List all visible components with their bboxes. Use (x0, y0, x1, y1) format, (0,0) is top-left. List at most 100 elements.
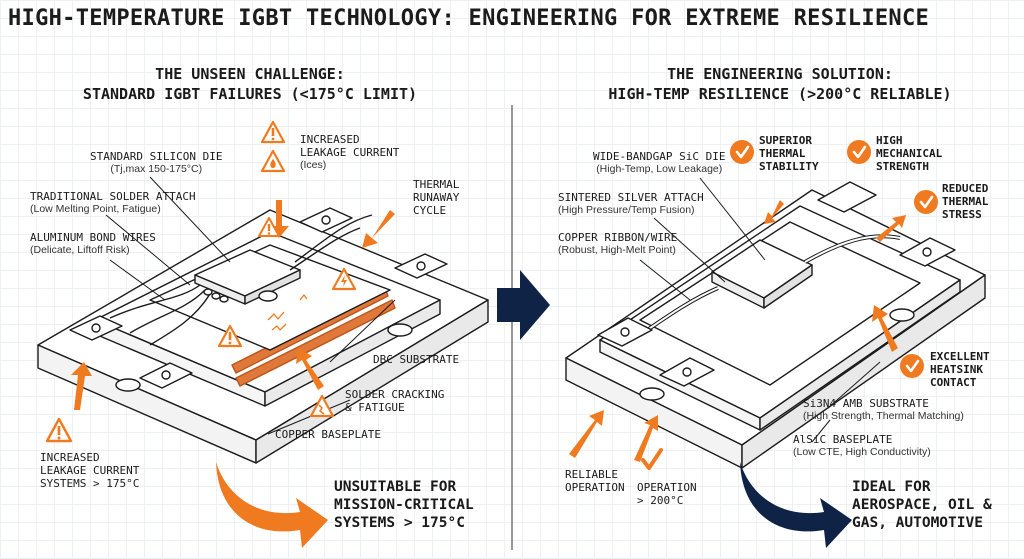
label-reliable-2: OPERATION (565, 481, 625, 494)
left-igbt-module (37, 207, 489, 464)
label-sinter-title: SINTERED SILVER ATTACH (558, 191, 704, 204)
label-leak2-2: LEAKAGE CURRENT (40, 464, 140, 477)
arrow-upright-icon (569, 410, 604, 458)
label-copper-baseplate: COPPER BASEPLATE (275, 428, 381, 441)
label-mech-1: HIGH (876, 134, 903, 147)
label-sic-die: WIDE-BANDGAP SiC DIE (High-Temp, Low Lea… (593, 150, 725, 176)
label-cracking-1: SOLDER CRACKING (345, 388, 445, 401)
arrow-downleft-icon (764, 200, 784, 224)
label-standard-die: STANDARD SILICON DIE (Tj,max 150-175°C) (90, 150, 222, 176)
left-solder-cracks (267, 294, 308, 331)
label-leak2-3: SYSTEMS > 175°C (40, 477, 140, 490)
check-circle-icon (900, 354, 924, 378)
label-cracking-2: & FATIGUE (345, 401, 405, 414)
left-heading-line1: THE UNSEEN CHALLENGE: (155, 65, 345, 83)
arrow-upright-icon (876, 215, 906, 242)
left-swoosh-arrow (216, 462, 328, 548)
label-amb-sub: (High Strength, Thermal Matching) (803, 410, 964, 422)
right-check-icons (641, 140, 938, 470)
warning-icon (331, 267, 357, 291)
label-mech-2: MECHANICAL (876, 147, 943, 160)
label-copper-ribbon: COPPER RIBBON/WIRE (Robust, High-Melt Po… (558, 231, 677, 257)
right-conclusion-2: AEROSPACE, OIL & (852, 497, 992, 513)
right-swoosh-arrow (740, 462, 852, 548)
right-conclusion-1: IDEAL FOR (852, 479, 931, 495)
label-standard-die-sub: (Tj,max 150-175°C) (110, 163, 203, 175)
label-thermal-runaway: THERMAL RUNAWAY CYCLE (413, 178, 459, 217)
right-orange-arrows (569, 200, 906, 462)
label-dbc-substrate: DBC SUBSTRATE (373, 353, 460, 366)
label-amb-substrate: Si3N4 AMB SUBSTRATE (High Strength, Ther… (803, 397, 964, 423)
left-bond-wire-1 (109, 284, 201, 319)
label-solder-attach-title: TRADITIONAL SOLDER ATTACH (30, 190, 196, 203)
label-alsic-baseplate: AlSiC BASEPLATE (Low CTE, High Conductiv… (793, 433, 931, 459)
right-igbt-module (565, 181, 986, 469)
right-heading-line1: THE ENGINEERING SOLUTION: (667, 65, 893, 83)
warning-icon (217, 324, 243, 348)
label-leakage-current: INCREASED LEAKAGE CURRENT (Ices) (300, 133, 399, 172)
left-conclusion-2: MISSION-CRITICAL (334, 497, 474, 513)
label-sic-die-sub: (High-Temp, Low Leakage) (596, 163, 723, 175)
left-conclusion-1: UNSUITABLE FOR (334, 479, 457, 495)
left-copper-layer-2 (235, 299, 396, 387)
right-heading-line2: HIGH-TEMP RESILIENCE (>200°C RELIABLE) (608, 85, 952, 103)
arrow-up-icon (71, 362, 92, 410)
label-solder-attach-sub: (Low Melting Point, Fatigue) (30, 203, 161, 215)
label-leakage-title-1: INCREASED (300, 133, 360, 146)
flame-icon (260, 149, 286, 173)
label-operation-200: OPERATION > 200°C (637, 481, 697, 507)
label-runaway-3: CYCLE (413, 204, 447, 217)
label-heatsink-2: HEATSINK (930, 363, 983, 376)
label-reliable-1: RELIABLE (565, 468, 618, 481)
center-arrow-right-icon (497, 270, 550, 340)
check-circle-icon (847, 140, 871, 164)
label-bond-wires-sub: (Delicate, Liftoff Risk) (30, 244, 130, 256)
left-orange-arrows (71, 200, 395, 410)
label-sintered-silver: SINTERED SILVER ATTACH (High Pressure/Te… (558, 191, 704, 217)
warning-icon (258, 217, 280, 237)
label-solder-cracking: SOLDER CRACKING & FATIGUE (345, 388, 444, 414)
label-ribbon-sub: (Robust, High-Melt Point) (558, 244, 676, 256)
label-sinter-sub: (High Pressure/Temp Fusion) (558, 204, 695, 216)
label-heatsink-3: CONTACT (930, 376, 977, 389)
label-stress-2: THERMAL (942, 195, 989, 208)
left-baseplate-side (255, 299, 489, 464)
label-thermal-stability: SUPERIOR THERMAL STABILITY (759, 134, 819, 173)
left-conclusion: UNSUITABLE FOR MISSION-CRITICAL SYSTEMS … (334, 478, 474, 532)
check-circle-icon (730, 140, 754, 164)
label-heatsink-contact: EXCELLENT HEATSINK CONTACT (930, 350, 990, 389)
label-standard-die-title: STANDARD SILICON DIE (90, 150, 223, 163)
left-heading: THE UNSEEN CHALLENGE: STANDARD IGBT FAIL… (40, 64, 460, 104)
label-runaway-2: RUNAWAY (413, 191, 460, 204)
label-mech-3: STRENGTH (876, 160, 929, 173)
left-leader-lines (105, 176, 396, 435)
arrow-upright-icon (634, 415, 658, 462)
left-warning-icons (45, 120, 357, 443)
label-stress-3: STRESS (942, 208, 982, 221)
label-amb-title: Si3N4 AMB SUBSTRATE (803, 397, 929, 410)
label-thermal-stress: REDUCED THERMAL STRESS (942, 182, 988, 221)
right-conclusion: IDEAL FOR AEROSPACE, OIL & GAS, AUTOMOTI… (852, 478, 992, 532)
label-heatsink-1: EXCELLENT (930, 350, 990, 363)
arrow-downleft-icon (362, 210, 395, 248)
label-op-1: OPERATION (637, 481, 697, 494)
label-leak2-1: INCREASED (40, 451, 100, 464)
label-op-2: > 200°C (637, 494, 684, 507)
left-conclusion-3: SYSTEMS > 175°C (334, 515, 465, 531)
right-conclusion-3: GAS, AUTOMOTIVE (852, 515, 983, 531)
label-runaway-1: THERMAL (413, 178, 460, 191)
warning-icon (45, 417, 73, 443)
label-leakage-sub: (Ices) (300, 159, 327, 171)
check-circle-icon (914, 190, 938, 214)
label-alsic-title: AlSiC BASEPLATE (793, 433, 893, 446)
arrow-upleft-icon (296, 348, 324, 390)
label-superior-3: STABILITY (759, 160, 819, 173)
check-icon (641, 448, 663, 470)
label-alsic-sub: (Low CTE, High Conductivity) (793, 446, 931, 458)
label-solder-attach: TRADITIONAL SOLDER ATTACH (Low Melting P… (30, 190, 196, 216)
label-stress-1: REDUCED (942, 182, 989, 195)
arrow-upleft-icon (872, 305, 898, 352)
label-leakage-title-2: LEAKAGE CURRENT (300, 146, 400, 159)
warning-icon (260, 120, 286, 144)
